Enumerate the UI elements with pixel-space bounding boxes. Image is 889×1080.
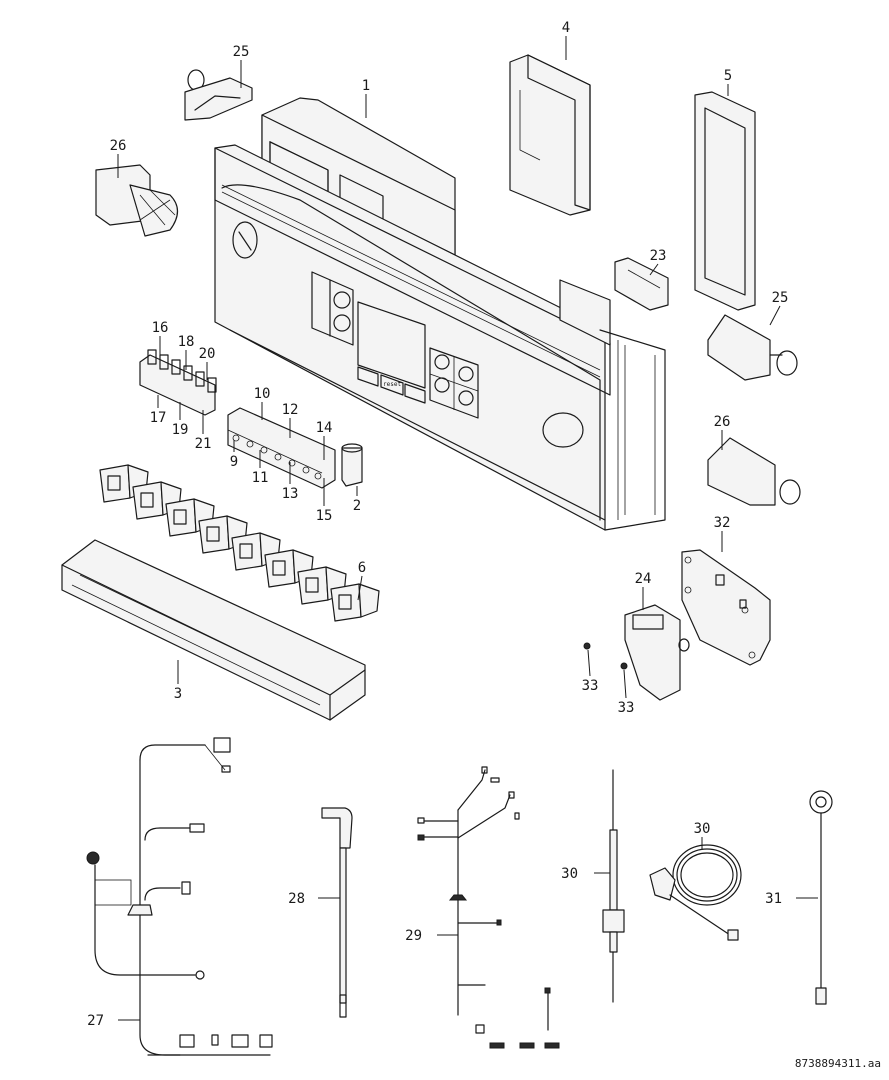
callout-6: 6 xyxy=(358,560,366,576)
callout-33: 33 xyxy=(618,700,635,716)
leader-line xyxy=(587,649,591,677)
screws xyxy=(583,642,628,670)
reset-button xyxy=(380,374,404,396)
callout-21: 21 xyxy=(195,436,212,452)
part-32-mounting-plate xyxy=(681,549,771,666)
selector-knob xyxy=(232,221,258,259)
part-29-wiring-harness xyxy=(417,766,560,1049)
callout-26: 26 xyxy=(110,138,127,154)
leader-line xyxy=(769,305,781,326)
callout-26: 26 xyxy=(714,414,731,430)
back-button-icon xyxy=(458,390,474,406)
heating-button-icon xyxy=(333,314,351,332)
callout-24: 24 xyxy=(635,571,652,587)
leader-line xyxy=(649,263,659,276)
ok-button-icon xyxy=(458,366,474,382)
callout-11: 11 xyxy=(252,470,269,486)
callout-15: 15 xyxy=(316,508,333,524)
callout-27: 27 xyxy=(87,1013,104,1029)
callout-1: 1 xyxy=(362,78,370,94)
callout-31: 31 xyxy=(765,891,782,907)
callout-30: 30 xyxy=(561,866,578,882)
callout-18: 18 xyxy=(178,334,195,350)
part-26-bracket-right xyxy=(707,437,801,506)
part-27-wiring-harness xyxy=(86,737,273,1056)
part-4-cover xyxy=(509,54,591,216)
reset-label: reset xyxy=(383,381,401,388)
part-5-cover xyxy=(694,91,756,311)
callout-23: 23 xyxy=(650,248,667,264)
callout-17: 17 xyxy=(150,410,167,426)
callout-9: 9 xyxy=(230,454,238,470)
callout-28: 28 xyxy=(288,891,305,907)
callout-4: 4 xyxy=(562,20,570,36)
callout-3: 3 xyxy=(174,686,182,702)
control-unit-housing: reset xyxy=(214,97,666,531)
callout-10: 10 xyxy=(254,386,271,402)
part-30-sensor xyxy=(602,769,625,1003)
chimney-sweep-button xyxy=(404,383,426,404)
callout-19: 19 xyxy=(172,422,189,438)
standby-button xyxy=(357,366,379,387)
callout-32: 32 xyxy=(714,515,731,531)
keypad xyxy=(429,347,479,419)
part-28-electrode xyxy=(321,807,353,1018)
cable-duct xyxy=(61,539,366,721)
terminal-strip-large xyxy=(227,407,363,489)
callout-33: 33 xyxy=(582,678,599,694)
callout-20: 20 xyxy=(199,346,216,362)
leader-line xyxy=(357,575,363,601)
callout-12: 12 xyxy=(282,402,299,418)
callout-29: 29 xyxy=(405,928,422,944)
part-31-ground-cable xyxy=(809,790,833,1005)
plus-button-icon xyxy=(434,354,450,370)
part-25-latch xyxy=(184,69,253,121)
part-23-connector xyxy=(614,257,669,311)
callout-30: 30 xyxy=(694,821,711,837)
reference-number: 8738894311.aa xyxy=(794,1057,881,1070)
leader-line xyxy=(623,669,627,699)
part-25-latch-right xyxy=(707,314,798,381)
port-opening xyxy=(542,412,584,448)
control-panel: reset xyxy=(311,271,479,419)
callout-5: 5 xyxy=(724,68,732,84)
hot-water-button-icon xyxy=(333,291,351,309)
callout-14: 14 xyxy=(316,420,333,436)
terminal-block-small xyxy=(139,349,217,416)
cable-glands xyxy=(99,464,380,622)
callout-13: 13 xyxy=(282,486,299,502)
callout-2: 2 xyxy=(353,498,361,514)
callout-25: 25 xyxy=(772,290,789,306)
callout-25: 25 xyxy=(233,44,250,60)
callout-16: 16 xyxy=(152,320,169,336)
callout-labels: 1234569101112131415161718192021232425252… xyxy=(87,20,818,1029)
cable-gland xyxy=(330,583,380,622)
part-24-switch xyxy=(624,604,690,701)
minus-button-icon xyxy=(434,377,450,393)
part-26-bracket xyxy=(95,164,179,237)
display-screen xyxy=(357,301,426,389)
part-30-power-cord xyxy=(649,844,742,941)
